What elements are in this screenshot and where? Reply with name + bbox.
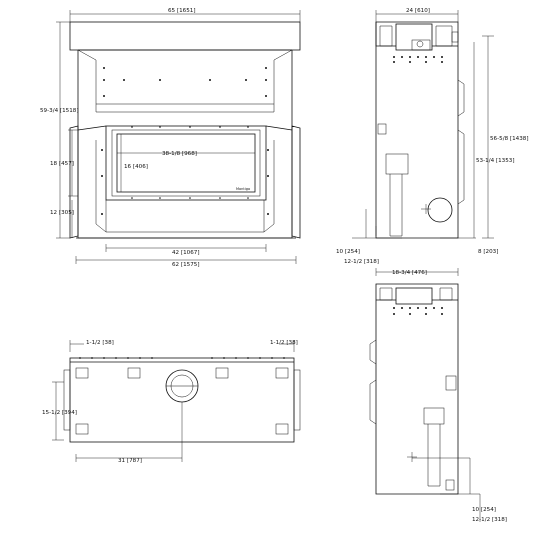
dim-side-total-height: 56-5/8 [1438]	[490, 136, 529, 142]
top-view: 1-1/2 [38] 1-1/2 [38] 15-1/2 [394] 31 [7…	[42, 340, 301, 464]
side-view-bottom: 10 [254] 12-1/2 [318]	[369, 283, 507, 523]
front-left-flange	[69, 125, 79, 239]
front-screws	[101, 67, 269, 215]
dim-glass-width: 38-1/8 [968]	[162, 151, 197, 157]
dim-side-flue-height: 53-1/4 [1353]	[476, 158, 515, 164]
dim-front-height-line	[56, 21, 70, 239]
top-vents	[79, 357, 285, 359]
front-opening-frame	[105, 125, 267, 201]
dim-front-lower-width: 42 [1067]	[172, 250, 200, 256]
top-brackets	[75, 367, 289, 435]
dim-side-width: 18-3/4 [476]	[392, 270, 427, 276]
side-top-body	[375, 21, 459, 239]
side-bottom-vents	[393, 307, 443, 315]
dim-opening-height: 18 [457]	[50, 161, 74, 167]
side-top-bracket	[389, 174, 403, 237]
side-bottom-bracket	[427, 424, 441, 487]
dim-top-center: 31 [787]	[118, 458, 142, 464]
dim-top-depth: 15-1/2 [394]	[42, 410, 77, 416]
side-top-flue	[427, 197, 453, 223]
side-top-vents	[393, 56, 443, 63]
front-body-sides	[77, 50, 293, 130]
dim-base-to-opening: 12 [305]	[50, 210, 74, 216]
dim-front-width: 65 [1651]	[168, 8, 196, 14]
dim-side-top-width: 24 [610]	[406, 8, 430, 14]
dim-side-flue-offset: 12-1/2 [318]	[344, 259, 379, 265]
side-bottom-body	[375, 283, 459, 495]
dim-side-bottom: 10 [254]	[472, 507, 496, 513]
front-glass	[116, 133, 256, 193]
brand-mark: Montigo	[236, 187, 250, 191]
dim-side-flue-from-bottom: 10 [254]	[336, 249, 360, 255]
side-view-top: 24 [610] 56-5/8 [1438] 53-1/4 [1353] 10 …	[336, 8, 529, 276]
dim-glass-height: 16 [406]	[124, 164, 148, 170]
side-top-knob	[416, 40, 424, 48]
dim-front-width-line	[69, 10, 301, 22]
front-inner-frame	[95, 60, 275, 113]
dim-top-left-offset: 1-1/2 [38]	[86, 340, 114, 346]
dim-side-right-offset: 8 [203]	[478, 249, 498, 255]
dim-top-right-offset: 1-1/2 [38]	[270, 340, 298, 346]
dim-front-base-width: 62 [1575]	[172, 262, 200, 268]
front-view: Montigo 65 [1651] 59-3/4 [1518] 18 [457]…	[40, 8, 301, 268]
dim-front-height: 59-3/4 [1518]	[40, 108, 79, 114]
dim-side-offset: 12-1/2 [318]	[472, 517, 507, 523]
front-right-flange	[291, 125, 301, 239]
front-top-hood	[69, 21, 301, 51]
